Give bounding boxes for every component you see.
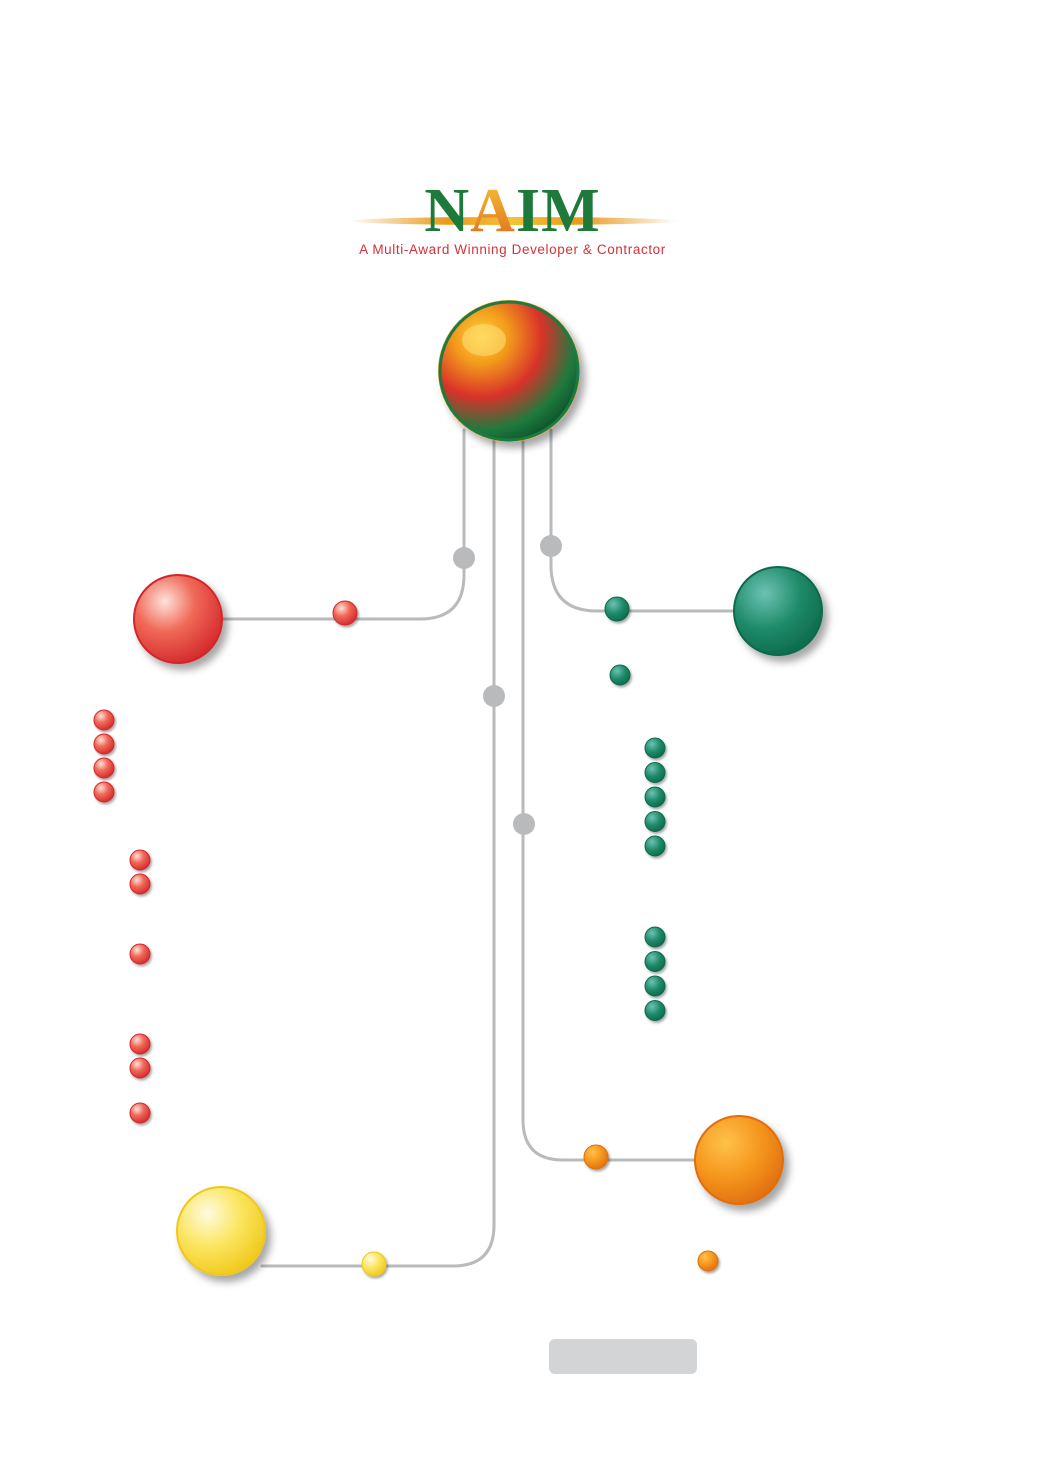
logo-letter-n: N <box>424 177 471 245</box>
bullet-dot-green <box>644 762 666 783</box>
bullet-dot-green <box>644 926 666 948</box>
bullet-dot-red <box>129 1033 151 1055</box>
node-green <box>733 566 823 656</box>
bullet-dot-green <box>609 664 631 686</box>
bullet-dot-green <box>644 786 666 808</box>
bullet-dot-red <box>93 781 115 803</box>
bullet-dot-green <box>644 1000 666 1021</box>
logo-letter-a: A <box>470 177 516 245</box>
bullet-dot-red <box>129 943 151 965</box>
bullet-dot-red <box>93 709 115 731</box>
bullet-dot-red <box>129 1102 151 1124</box>
bullet-dot-red <box>129 1057 151 1079</box>
node-yellow <box>176 1186 266 1276</box>
connector-green <box>549 428 742 613</box>
bullet-dot-green <box>644 951 666 972</box>
junction-dot-yellow <box>483 685 505 707</box>
node-orange <box>694 1115 784 1205</box>
logo-swoosh <box>348 217 678 225</box>
bullet-dot-orange <box>697 1250 719 1272</box>
logo-letter-m: M <box>541 177 601 245</box>
bullet-dot-red <box>93 757 115 779</box>
junction-dot-green <box>540 535 562 557</box>
bullet-dot-green <box>644 737 666 759</box>
naim-logo: NAIM A Multi-Award Winning Developer & C… <box>340 180 685 270</box>
node-red <box>133 574 223 664</box>
marker-dot-red <box>332 600 358 626</box>
logo-wordmark: NAIM <box>340 180 685 242</box>
junction-dot-orange <box>513 813 535 835</box>
bullet-dot-green <box>644 835 666 857</box>
connector-orange <box>521 428 702 1162</box>
bullet-dot-red <box>93 733 115 755</box>
bullet-dot-red <box>129 873 151 895</box>
marker-dot-yellow <box>361 1251 387 1277</box>
bullet-dot-red <box>129 849 151 871</box>
junction-dot-red <box>453 547 475 569</box>
connector-yellow <box>260 428 496 1268</box>
bullet-dot-green <box>644 811 666 832</box>
connector-red <box>218 428 466 621</box>
logo-letter-i: I <box>515 177 542 245</box>
marker-dot-orange <box>583 1144 609 1170</box>
footer-button[interactable] <box>549 1339 697 1374</box>
central-node <box>438 300 580 442</box>
bullet-dot-green <box>644 975 666 997</box>
logo-tagline: A Multi-Award Winning Developer & Contra… <box>359 242 666 257</box>
marker-dot-green <box>604 596 630 622</box>
